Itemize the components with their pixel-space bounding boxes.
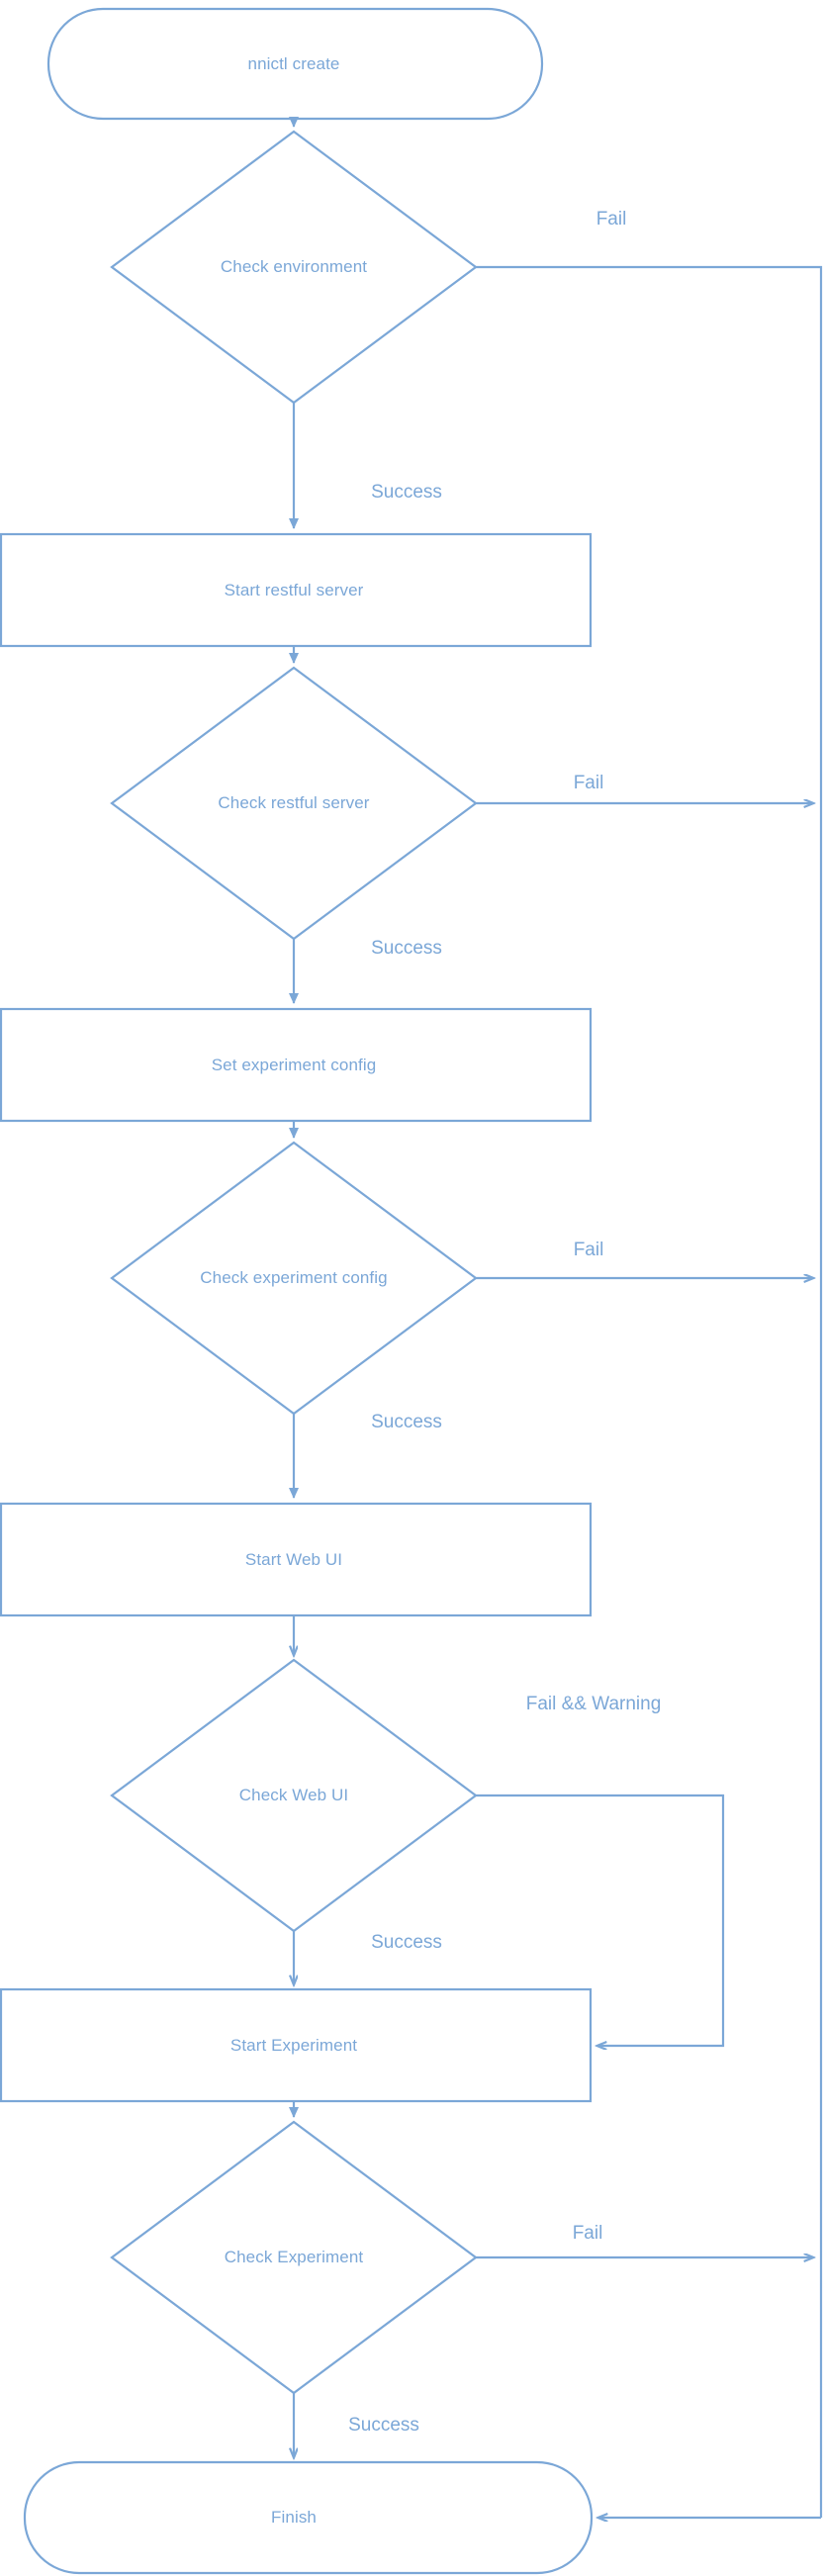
- node-finish[interactable]: [23, 2460, 594, 2575]
- node-check-restful-server[interactable]: [110, 666, 478, 941]
- node-start-restful-server[interactable]: [0, 532, 593, 648]
- node-check-experiment[interactable]: [110, 2120, 478, 2395]
- node-check-experiment-config[interactable]: [110, 1141, 478, 1416]
- node-check-web-ui[interactable]: [110, 1658, 478, 1933]
- node-start[interactable]: [46, 7, 544, 121]
- node-check-environment[interactable]: [110, 130, 478, 405]
- node-start-web-ui[interactable]: [0, 1502, 593, 1617]
- edge-fail-warning-loop: [476, 1794, 725, 2046]
- node-start-experiment[interactable]: [0, 1987, 593, 2103]
- node-set-experiment-config[interactable]: [0, 1007, 593, 1123]
- edge-fail-check-environment: [476, 265, 823, 2518]
